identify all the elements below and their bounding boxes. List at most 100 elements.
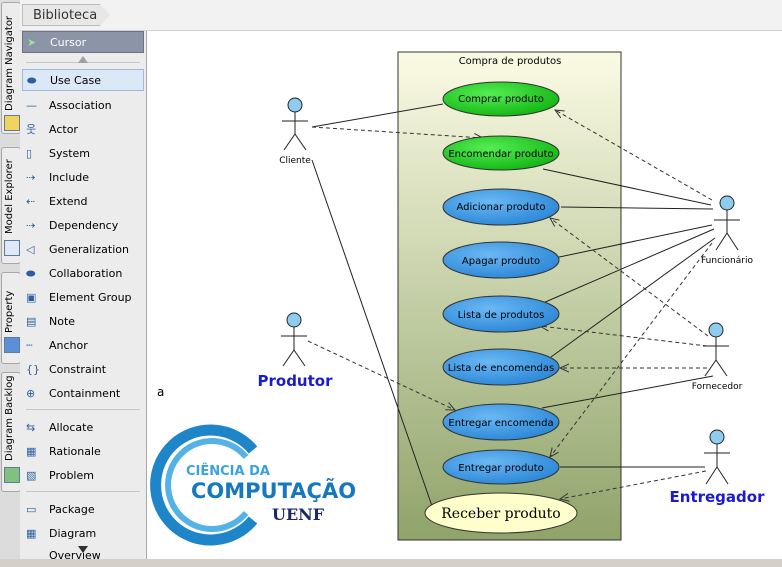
palette-item-label: Actor bbox=[49, 123, 78, 136]
palette-item-label: Collaboration bbox=[49, 267, 123, 280]
use-case-apagar-produto[interactable]: Apagar produto bbox=[442, 241, 560, 279]
palette-item-note[interactable]: ▤ Note bbox=[22, 311, 144, 333]
backlog-icon bbox=[4, 467, 20, 483]
navigator-icon bbox=[4, 115, 20, 131]
palette-separator bbox=[26, 491, 140, 492]
anchor-icon: ┄ bbox=[26, 339, 33, 352]
use-case-entregar-produto[interactable]: Entregar produto bbox=[442, 449, 560, 485]
palette-item-label: Note bbox=[49, 315, 76, 328]
actor-label-fornecedor: Fornecedor bbox=[692, 382, 743, 392]
association-icon: — bbox=[26, 99, 37, 112]
palette-item-constraint[interactable]: {}Constraint bbox=[22, 359, 144, 381]
tab-diagram-backlog[interactable]: Diagram Backlog bbox=[1, 372, 21, 492]
use-case-label: Apagar produto bbox=[462, 256, 540, 267]
palette-separator bbox=[26, 409, 140, 410]
association-line[interactable] bbox=[311, 159, 433, 507]
association-line[interactable] bbox=[550, 237, 716, 358]
palette-item-label: Element Group bbox=[49, 291, 132, 304]
package-icon: ▭ bbox=[26, 503, 37, 516]
breadcrumb-bar bbox=[20, 0, 782, 31]
logo-line2: COMPUTAÇÃO bbox=[191, 478, 356, 503]
use-case-receber-produto[interactable]: Receber produto bbox=[424, 492, 578, 534]
palette-scroll-down-icon[interactable] bbox=[78, 546, 88, 553]
palette-item-label: Generalization bbox=[49, 243, 129, 256]
cursor-icon: ➤ bbox=[27, 36, 37, 49]
association-line[interactable] bbox=[560, 206, 714, 210]
association-line[interactable] bbox=[542, 168, 712, 206]
palette-item-system[interactable]: ▯System bbox=[22, 143, 144, 165]
dependency-line[interactable] bbox=[540, 326, 708, 347]
palette-item-dependency[interactable]: ⇢Dependency bbox=[22, 215, 144, 237]
dependency-line[interactable] bbox=[560, 470, 707, 499]
palette-item-generalization[interactable]: ◁ Generalization bbox=[22, 239, 144, 261]
actor-label-produtor: Produtor bbox=[258, 372, 334, 390]
allocate-icon: ⇆ bbox=[26, 421, 36, 434]
palette-item-rationale[interactable]: ▦ Rationale bbox=[22, 441, 144, 463]
logo-line3: UENF bbox=[272, 505, 325, 524]
extend-icon: ⇠ bbox=[26, 195, 36, 208]
palette-item-association[interactable]: —Association bbox=[22, 95, 144, 117]
problem-icon: ▧ bbox=[26, 469, 37, 482]
actor-fornecedor[interactable] bbox=[703, 322, 729, 377]
include-icon: ⇢ bbox=[26, 171, 36, 184]
use-case-label: Lista de produtos bbox=[458, 310, 545, 321]
use-case-label: Comprar produto bbox=[458, 94, 544, 105]
palette-item-label: Containment bbox=[49, 387, 121, 400]
palette-scroll-up-icon[interactable] bbox=[78, 56, 88, 63]
note-icon: ▤ bbox=[26, 315, 37, 328]
use-case-comprar-produto[interactable]: Comprar produto bbox=[442, 81, 560, 117]
palette-item-package[interactable]: ▭ Package bbox=[22, 499, 144, 521]
actor-funcionario[interactable] bbox=[714, 195, 740, 251]
use-case-lista-de-produtos[interactable]: Lista de produtos bbox=[442, 295, 560, 333]
dependency-line[interactable] bbox=[550, 218, 709, 337]
generalization-icon: ◁ bbox=[26, 243, 35, 256]
palette-item-element-group[interactable]: ▣ Element Group bbox=[22, 287, 144, 309]
rationale-icon: ▦ bbox=[26, 445, 37, 458]
palette-item-collaboration[interactable]: ⬬ Collaboration bbox=[22, 263, 144, 285]
actor-icon: 웃 bbox=[26, 123, 37, 136]
association-line[interactable] bbox=[542, 228, 715, 304]
dependency-line[interactable] bbox=[307, 340, 455, 410]
actor-label-entregador: Entregador bbox=[670, 488, 766, 506]
dependency-line[interactable] bbox=[311, 126, 483, 138]
association-line[interactable] bbox=[311, 103, 444, 128]
actor-label-cliente: Cliente bbox=[279, 156, 311, 166]
uenf-logo: CIÊNCIA DA COMPUTAÇÃO UENF bbox=[150, 424, 356, 546]
palette-item-use-case[interactable]: ⬬Use Case bbox=[22, 69, 144, 91]
use-case-encomendar-produto[interactable]: Encomendar produto bbox=[442, 135, 560, 171]
use-case-label: Entregar encomenda bbox=[448, 418, 553, 429]
use-case-adicionar-produto[interactable]: Adicionar produto bbox=[442, 188, 560, 226]
palette-item-problem[interactable]: ▧ Problem bbox=[22, 465, 144, 487]
association-line[interactable] bbox=[544, 224, 713, 261]
dependency-line[interactable] bbox=[550, 242, 713, 457]
palette-item-label: Cursor bbox=[50, 36, 87, 49]
palette-item-include[interactable]: ⇢Include bbox=[22, 167, 144, 189]
use-case-icon: ⬬ bbox=[27, 74, 37, 87]
palette-item-label: Rationale bbox=[49, 445, 101, 458]
use-case-lista-de-encomendas[interactable]: Lista de encomendas bbox=[442, 348, 560, 386]
collaboration-icon: ⬬ bbox=[26, 267, 36, 280]
system-title: Compra de produtos bbox=[459, 56, 562, 67]
associations bbox=[311, 103, 716, 507]
association-line[interactable] bbox=[541, 375, 714, 409]
diagram-palette bbox=[20, 0, 147, 559]
palette-item-allocate[interactable]: ⇆Allocate bbox=[22, 417, 144, 439]
breadcrumb[interactable]: Biblioteca bbox=[22, 4, 110, 26]
actor-cliente[interactable] bbox=[282, 97, 308, 151]
actor-entregador[interactable] bbox=[704, 429, 730, 485]
palette-item-anchor[interactable]: ┄Anchor bbox=[22, 335, 144, 357]
actor-label-funcionario: Funcionário bbox=[701, 256, 753, 266]
dependency-line[interactable] bbox=[555, 110, 713, 201]
element-group-icon: ▣ bbox=[26, 291, 37, 304]
palette-item-label: Dependency bbox=[49, 219, 119, 232]
use-case-entregar-encomenda[interactable]: Entregar encomenda bbox=[442, 403, 560, 441]
actor-produtor[interactable] bbox=[281, 312, 307, 367]
palette-item-label: Package bbox=[49, 503, 95, 516]
constraint-icon: {} bbox=[26, 363, 40, 376]
palette-item-extend[interactable]: ⇠Extend bbox=[22, 191, 144, 213]
palette-item-label: Problem bbox=[49, 469, 94, 482]
palette-item-cursor[interactable]: ➤ Cursor bbox=[22, 31, 144, 53]
palette-item-actor[interactable]: 웃 Actor bbox=[22, 119, 144, 141]
palette-item-containment[interactable]: ⊕Containment bbox=[22, 383, 144, 405]
